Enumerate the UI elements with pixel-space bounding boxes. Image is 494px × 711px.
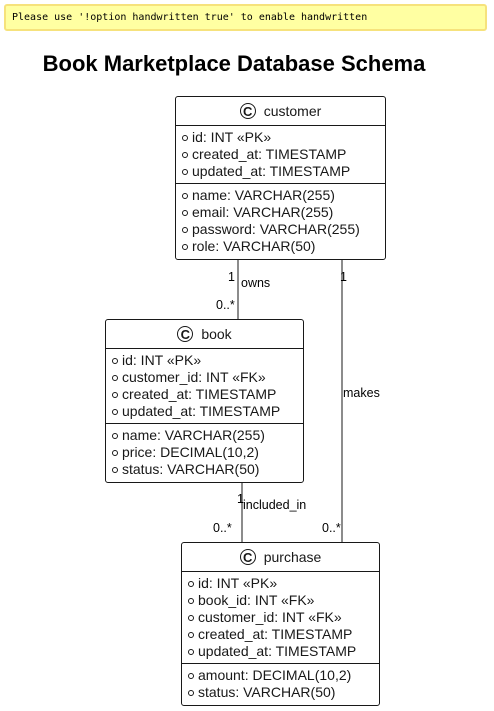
attribute: name: VARCHAR(255) bbox=[182, 187, 385, 204]
key-attributes: id: INT «PK» customer_id: INT «FK» creat… bbox=[106, 349, 303, 423]
attribute: created_at: TIMESTAMP bbox=[182, 146, 385, 163]
owns-to-cardinality: 0..* bbox=[216, 298, 235, 312]
field-attributes: amount: DECIMAL(10,2) status: VARCHAR(50… bbox=[182, 663, 379, 704]
included-in-label: included_in bbox=[243, 498, 307, 512]
circle-bullet-icon bbox=[188, 672, 194, 679]
attribute: id: INT «PK» bbox=[112, 352, 303, 369]
circle-bullet-icon bbox=[182, 226, 188, 233]
makes-to-cardinality: 0..* bbox=[322, 521, 341, 535]
attribute: amount: DECIMAL(10,2) bbox=[188, 667, 379, 684]
makes-from-cardinality: 1 bbox=[340, 270, 347, 284]
class-spot-icon: C bbox=[239, 549, 256, 565]
attribute: customer_id: INT «FK» bbox=[188, 609, 379, 626]
circle-bullet-icon bbox=[182, 134, 188, 141]
attribute: name: VARCHAR(255) bbox=[112, 427, 303, 444]
owns-label: owns bbox=[241, 276, 271, 290]
included-in-from-cardinality: 1 bbox=[237, 492, 244, 506]
attribute: email: VARCHAR(255) bbox=[182, 204, 385, 221]
entity-header: C customer bbox=[176, 97, 385, 126]
attribute: updated_at: TIMESTAMP bbox=[112, 403, 303, 420]
entity-header: C purchase bbox=[182, 543, 379, 572]
circle-bullet-icon bbox=[112, 357, 118, 364]
class-spot-icon: C bbox=[239, 103, 256, 119]
field-attributes: name: VARCHAR(255) email: VARCHAR(255) p… bbox=[176, 183, 385, 258]
circle-bullet-icon bbox=[112, 391, 118, 398]
circle-bullet-icon bbox=[182, 243, 188, 250]
circle-bullet-icon bbox=[182, 209, 188, 216]
circle-bullet-icon bbox=[188, 580, 194, 587]
attribute: customer_id: INT «FK» bbox=[112, 369, 303, 386]
circle-bullet-icon bbox=[112, 408, 118, 415]
entity-purchase[interactable]: C purchase id: INT «PK» book_id: INT «FK… bbox=[181, 542, 380, 706]
entity-name: purchase bbox=[263, 549, 322, 565]
attribute: id: INT «PK» bbox=[188, 575, 379, 592]
circle-bullet-icon bbox=[182, 151, 188, 158]
attribute: updated_at: TIMESTAMP bbox=[182, 163, 385, 180]
entity-header: C book bbox=[106, 320, 303, 349]
circle-bullet-icon bbox=[188, 614, 194, 621]
attribute: updated_at: TIMESTAMP bbox=[188, 643, 379, 660]
circle-bullet-icon bbox=[112, 432, 118, 439]
diagram-title: Book Marketplace Database Schema bbox=[42, 51, 426, 76]
circle-bullet-icon bbox=[188, 648, 194, 655]
circle-bullet-icon bbox=[188, 631, 194, 638]
circle-bullet-icon bbox=[188, 689, 194, 696]
handwritten-warning-note: Please use '!option handwritten true' to… bbox=[4, 4, 487, 31]
attribute: created_at: TIMESTAMP bbox=[188, 626, 379, 643]
key-attributes: id: INT «PK» book_id: INT «FK» customer_… bbox=[182, 572, 379, 663]
entity-book[interactable]: C book id: INT «PK» customer_id: INT «FK… bbox=[105, 319, 304, 483]
attribute: status: VARCHAR(50) bbox=[112, 461, 303, 478]
entity-name: book bbox=[201, 326, 232, 342]
circle-bullet-icon bbox=[188, 597, 194, 604]
circle-bullet-icon bbox=[112, 449, 118, 456]
attribute: price: DECIMAL(10,2) bbox=[112, 444, 303, 461]
key-attributes: id: INT «PK» created_at: TIMESTAMP updat… bbox=[176, 126, 385, 183]
attribute: status: VARCHAR(50) bbox=[188, 684, 379, 701]
included-in-to-cardinality: 0..* bbox=[213, 521, 232, 535]
attribute: password: VARCHAR(255) bbox=[182, 221, 385, 238]
entity-customer[interactable]: C customer id: INT «PK» created_at: TIME… bbox=[175, 96, 386, 260]
circle-bullet-icon bbox=[112, 374, 118, 381]
circle-bullet-icon bbox=[182, 192, 188, 199]
attribute: id: INT «PK» bbox=[182, 129, 385, 146]
makes-label: makes bbox=[343, 386, 380, 400]
circle-bullet-icon bbox=[182, 168, 188, 175]
entity-name: customer bbox=[263, 103, 322, 119]
circle-bullet-icon bbox=[112, 466, 118, 473]
attribute: role: VARCHAR(50) bbox=[182, 238, 385, 255]
attribute: book_id: INT «FK» bbox=[188, 592, 379, 609]
attribute: created_at: TIMESTAMP bbox=[112, 386, 303, 403]
class-spot-icon: C bbox=[177, 326, 194, 342]
field-attributes: name: VARCHAR(255) price: DECIMAL(10,2) … bbox=[106, 423, 303, 481]
owns-from-cardinality: 1 bbox=[228, 270, 235, 284]
